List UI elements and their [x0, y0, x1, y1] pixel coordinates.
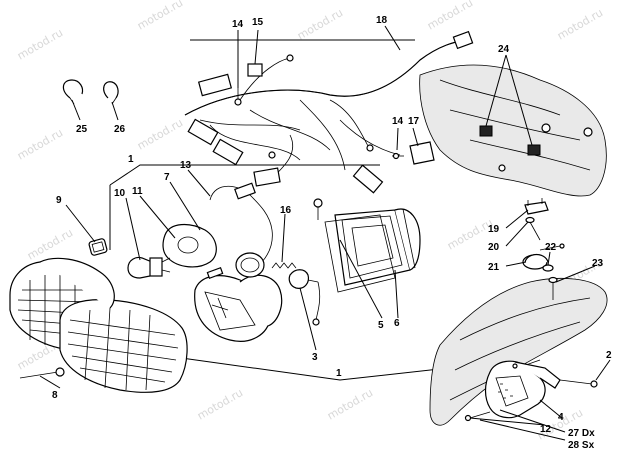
watermark: motod.ru	[15, 126, 65, 162]
callout-12: 12	[540, 424, 552, 435]
watermark: motod.ru	[325, 386, 375, 422]
callout-10: 10	[114, 188, 126, 199]
callout-27-dx: 27 Dx	[568, 428, 595, 439]
adjuster-spring-16	[271, 262, 297, 269]
leader-lines	[39, 25, 611, 441]
callout-4: 4	[558, 412, 564, 423]
watermark: motod.ru	[135, 0, 185, 33]
screw-14-right	[392, 152, 404, 160]
cable-13	[209, 182, 273, 263]
callout-21: 21	[488, 262, 500, 273]
watermark: motod.ru	[425, 0, 475, 33]
callout-18: 18	[376, 15, 388, 26]
callout-22: 22	[545, 242, 557, 253]
callout-25: 25	[76, 124, 88, 135]
bulb-10	[127, 256, 171, 279]
callout-7: 7	[164, 172, 170, 183]
reflector-housing	[194, 274, 283, 342]
turn-signal-assembly	[484, 360, 561, 419]
screw-near-lamp	[313, 198, 323, 220]
callout-19: 19	[488, 224, 500, 235]
callout-23: 23	[592, 258, 604, 269]
clamp-17	[409, 141, 435, 165]
callout-14-right: 14	[392, 116, 404, 127]
callout-1-upper: 1	[128, 154, 134, 165]
callout-8: 8	[52, 390, 58, 401]
screw-14-upper	[234, 88, 242, 106]
rectangular-headlamp-6	[334, 208, 421, 286]
headlight-support-bracket	[419, 64, 607, 197]
pin-near-21	[539, 243, 565, 251]
twin-headlight-lens	[9, 257, 188, 393]
clip-26	[103, 81, 119, 105]
callout-5: 5	[378, 320, 384, 331]
watermark: motod.ru	[555, 6, 605, 42]
callout-11: 11	[132, 186, 143, 197]
callout-labels: 14 15 18 24 25 26 14 17 1 13 7 11 10 9 1…	[52, 15, 612, 451]
screw-8	[19, 367, 65, 379]
screw-2	[559, 379, 598, 388]
callout-28-sx: 28 Sx	[568, 440, 595, 451]
callout-16: 16	[280, 205, 292, 216]
lower-fairing-bracket	[429, 278, 608, 426]
bracket-15	[247, 63, 263, 77]
watermark: motod.ru	[295, 6, 345, 42]
callout-17: 17	[408, 116, 420, 127]
callout-20: 20	[488, 242, 500, 253]
bulb-3	[288, 269, 321, 326]
screw-20	[525, 216, 541, 241]
callout-9: 9	[56, 195, 62, 206]
callout-2: 2	[606, 350, 612, 361]
horn-21	[522, 253, 549, 270]
rubber-plug-9	[88, 238, 108, 256]
bracket-19	[524, 198, 549, 215]
callout-26: 26	[114, 124, 126, 135]
watermark: motod.ru	[195, 386, 245, 422]
callout-13: 13	[180, 160, 192, 171]
washer-22	[542, 264, 554, 272]
callout-1-lower: 1	[336, 368, 342, 379]
retaining-ring-7	[235, 252, 265, 278]
callout-15: 15	[252, 17, 264, 28]
watermark: motod.ru	[135, 116, 185, 152]
wiring-harness	[184, 30, 474, 194]
bulb-socket-11	[162, 224, 224, 279]
callout-3: 3	[312, 352, 318, 363]
watermark: motod.ru	[15, 26, 65, 62]
clip-25	[62, 79, 84, 105]
callout-6: 6	[394, 318, 400, 329]
callout-24: 24	[498, 44, 510, 55]
bolt-23	[548, 276, 558, 300]
watermark: motod.ru	[25, 226, 75, 262]
callout-14-upper: 14	[232, 19, 244, 30]
